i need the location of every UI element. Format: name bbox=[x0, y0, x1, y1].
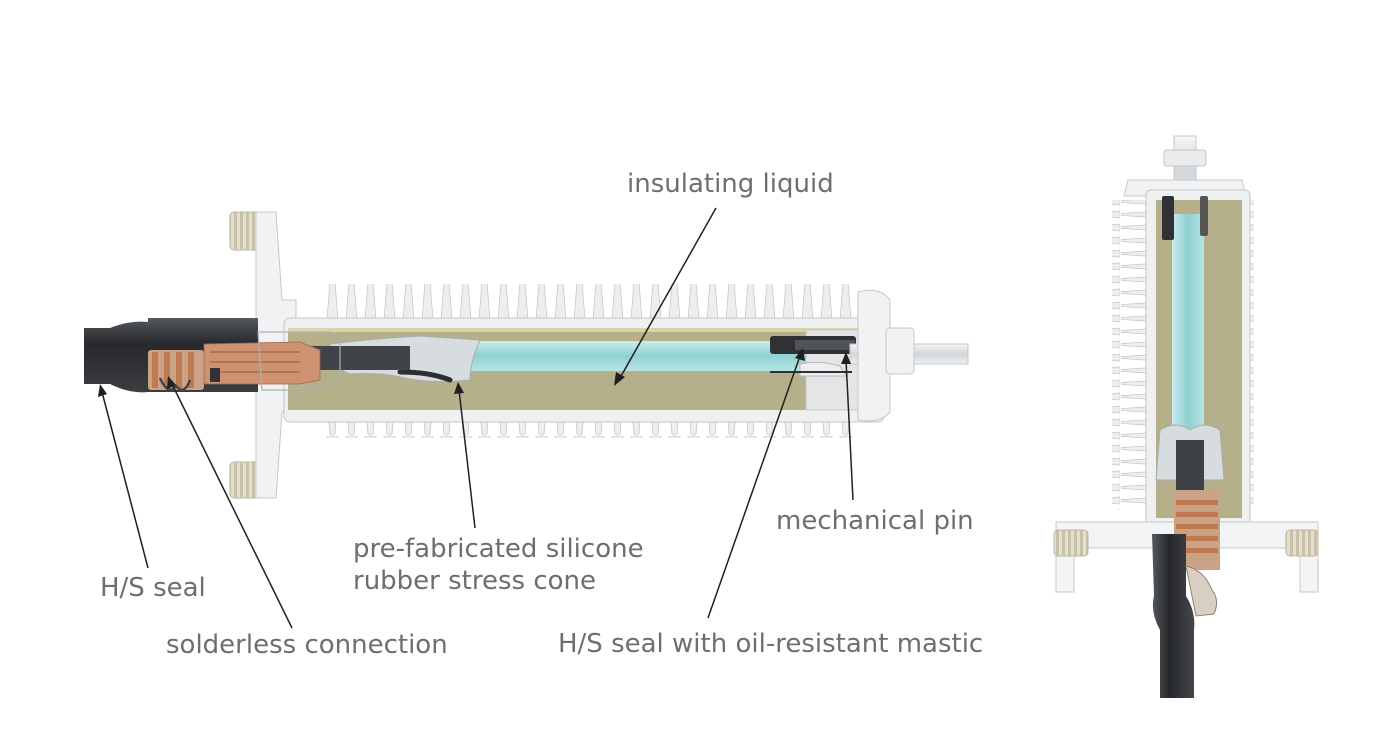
label-stress-cone: pre-fabricated silicone rubber stress co… bbox=[353, 533, 644, 597]
vertical-cable-jacket bbox=[1152, 534, 1195, 698]
label-hs-seal-mastic: H/S seal with oil-resistant mastic bbox=[558, 629, 984, 659]
leader-insulating-liquid bbox=[619, 207, 717, 379]
label-solderless-connection: solderless connection bbox=[166, 630, 448, 660]
leader-mechanical-pin bbox=[845, 359, 854, 501]
insulator-sheds-top bbox=[322, 284, 852, 324]
label-hs-seal: H/S seal bbox=[100, 573, 206, 603]
label-mechanical-pin: mechanical pin bbox=[776, 506, 974, 536]
label-stress-cone-line1: pre-fabricated silicone bbox=[353, 534, 644, 564]
leader-hs-seal bbox=[101, 391, 149, 569]
leader-solderless-connection bbox=[171, 383, 293, 629]
label-insulating-liquid: insulating liquid bbox=[627, 169, 834, 199]
insulating-liquid bbox=[392, 341, 812, 371]
leader-stress-cone bbox=[458, 389, 476, 529]
solderless-connector bbox=[148, 350, 204, 392]
vertical-bolt-right bbox=[1285, 529, 1319, 557]
vertical-bolt-left bbox=[1053, 529, 1089, 557]
label-stress-cone-line2: rubber stress cone bbox=[353, 566, 597, 596]
leader-hs-seal-mastic bbox=[707, 355, 801, 619]
vertical-termination bbox=[1053, 135, 1319, 698]
vertical-insulating-liquid bbox=[1172, 214, 1204, 444]
leader-lines bbox=[98, 207, 854, 629]
horizontal-termination bbox=[84, 211, 969, 499]
vertical-sheds-left bbox=[1112, 200, 1152, 510]
